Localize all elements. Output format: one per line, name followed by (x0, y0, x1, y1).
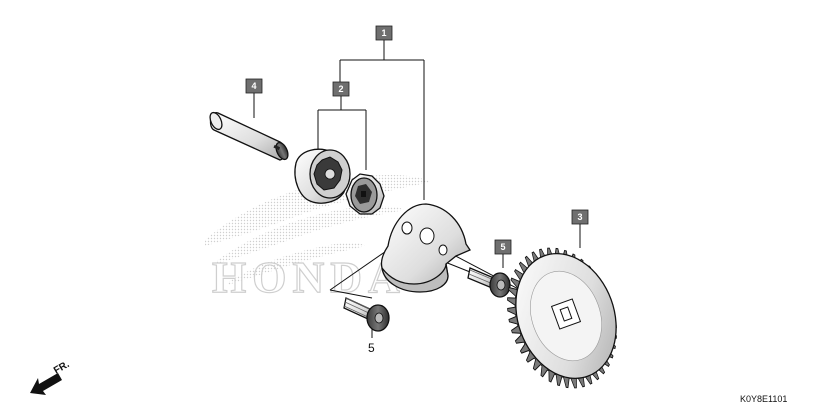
front-direction-indicator: FR. (30, 359, 72, 395)
callout-2: 2 (332, 81, 350, 97)
part-bolt-left (343, 297, 390, 332)
callout-5-lower-label: 5 (368, 341, 375, 355)
part-inner-rotor (345, 173, 385, 215)
part-shaft (209, 111, 289, 161)
callout-3-label: 3 (577, 212, 582, 222)
watermark-text: HONDA (212, 253, 406, 302)
callout-4: 4 (245, 78, 263, 94)
diagram-code: K0Y8E1101 (740, 394, 787, 404)
callout-4-label: 4 (251, 81, 256, 91)
arrow-down-left-icon (30, 373, 62, 395)
part-pump-plate (380, 203, 471, 293)
callout-1: 1 (375, 25, 393, 41)
callout-5-right: 5 (494, 239, 512, 255)
callout-5-right-label: 5 (500, 242, 505, 252)
wing-logo-icon (205, 175, 430, 285)
part-driven-gear (507, 247, 617, 389)
part-outer-rotor (294, 148, 351, 204)
callout-2-label: 2 (338, 84, 343, 94)
callout-1-label: 1 (381, 28, 386, 38)
callout-3: 3 (571, 209, 589, 225)
honda-watermark: HONDA (205, 175, 430, 303)
front-direction-label: FR. (52, 359, 72, 377)
part-bolt-right (467, 267, 511, 298)
